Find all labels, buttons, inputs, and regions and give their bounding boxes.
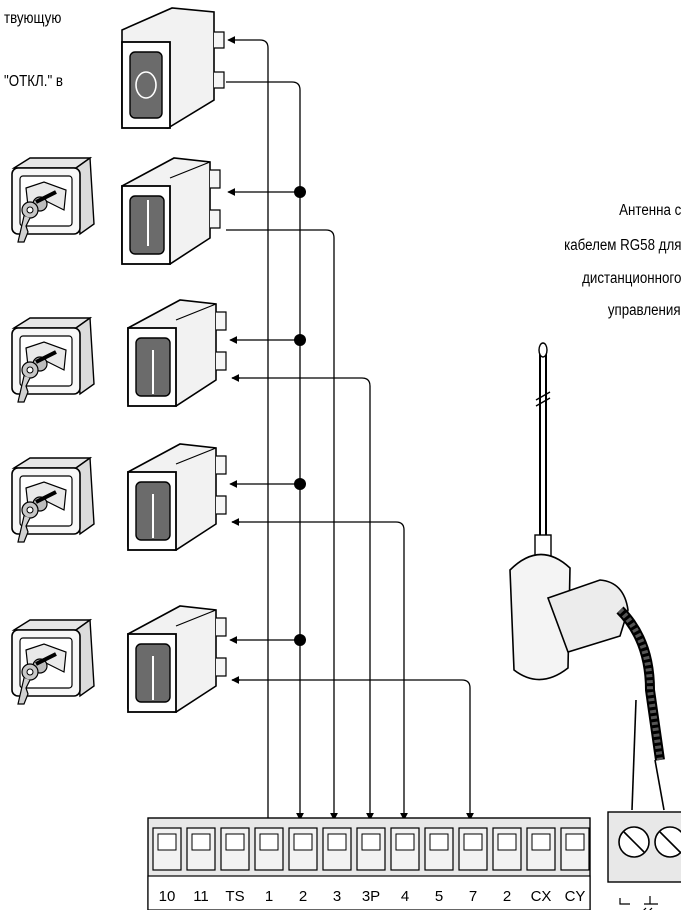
instruction-line-2: "ОТКЛ." в [4, 73, 63, 90]
signal-terminal-icon [619, 898, 630, 905]
terminal-slot [526, 827, 556, 871]
push-button-2 [121, 157, 221, 265]
terminal-slot [356, 827, 386, 871]
antenna-caption-line-2: кабелем RG58 для [563, 237, 681, 254]
key-selector-2 [10, 316, 96, 404]
terminal-label: 2 [299, 888, 307, 905]
push-button-3 [127, 299, 227, 407]
push-button-5 [127, 605, 227, 713]
terminal-slot [322, 827, 352, 871]
antenna [509, 342, 665, 811]
wires [226, 36, 474, 821]
terminal-label: 5 [435, 888, 443, 905]
terminal-slot [492, 827, 522, 871]
antenna-caption-line-4: управления [608, 302, 681, 319]
terminal-label: CY [565, 888, 586, 905]
terminal-slot [424, 827, 454, 871]
terminal-label: 4 [401, 888, 409, 905]
terminal-label: 11 [193, 888, 209, 905]
terminal-slot [390, 827, 420, 871]
terminal-label: 10 [159, 888, 176, 905]
terminal-label: CX [531, 888, 552, 905]
terminal-slot [152, 827, 182, 871]
stop-button [121, 7, 225, 129]
terminal-label: 7 [469, 888, 477, 905]
antenna-caption-line-1: Антенна с [618, 202, 681, 219]
terminal-slot [288, 827, 318, 871]
terminal-slot [458, 827, 488, 871]
junction-dots [294, 186, 306, 646]
terminal-slot [254, 827, 284, 871]
terminal-label: TS [225, 888, 244, 905]
push-button-4 [127, 443, 227, 551]
antenna-terminal [607, 811, 681, 910]
key-selector-3 [10, 456, 96, 544]
instruction-line-1: твующую [4, 10, 62, 27]
terminal-label: 2 [503, 888, 511, 905]
ground-icon [643, 896, 658, 910]
terminal-slot [186, 827, 216, 871]
antenna-caption-line-3: дистанционного [581, 270, 681, 287]
terminal-slot [220, 827, 250, 871]
terminal-slot [560, 827, 590, 871]
terminal-label: 3P [362, 888, 380, 905]
key-selector-4 [10, 618, 96, 706]
terminal-label: 1 [265, 888, 273, 905]
terminal-label: 3 [333, 888, 341, 905]
key-selector-1 [10, 156, 96, 244]
